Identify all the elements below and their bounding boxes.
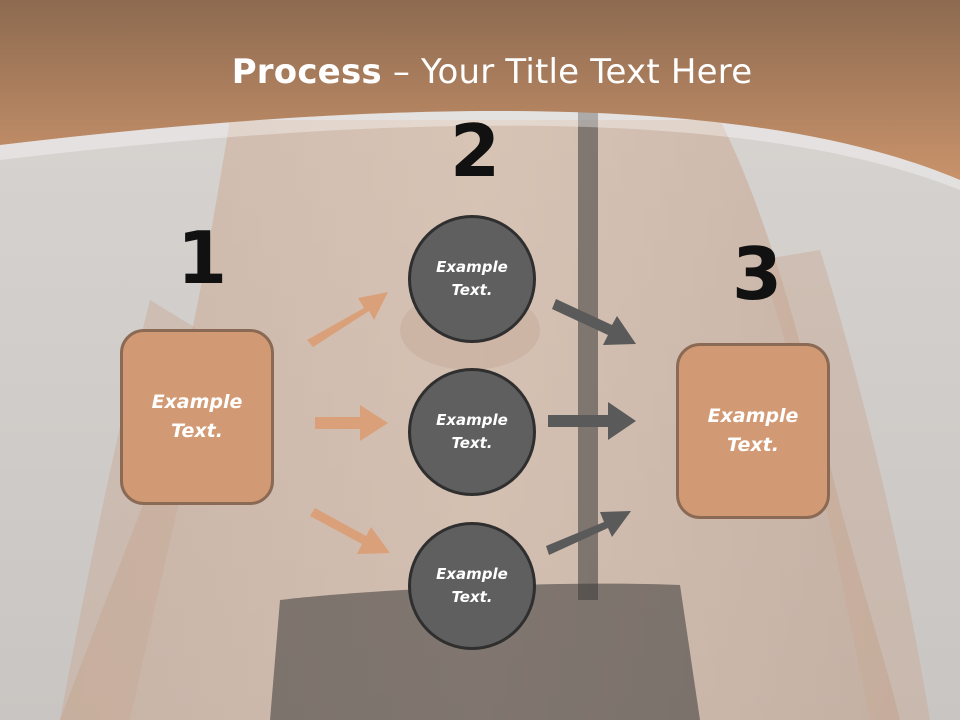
step-3-text-line1: Example [707,405,799,427]
arrow-left-group [307,292,390,554]
step-1-text-line1: Example [151,391,243,413]
circle-1-text-line2: Text. [451,281,493,299]
circle-2-text: Example Text. [436,409,508,455]
step-1-box-text: Example Text. [152,388,243,446]
arrow-right-left [315,405,388,441]
circle-2[interactable]: Example Text. [408,368,536,496]
circle-3-text-line1: Example [436,565,508,583]
circle-3-text-line2: Text. [451,588,493,606]
arrow-up-right-left [307,292,388,347]
arrow-down-right-left [310,508,390,554]
arrow-right-group [546,299,636,555]
slide-title: Process – Your Title Text Here [0,52,960,92]
circle-1[interactable]: Example Text. [408,215,536,343]
arrow-up-right-right [546,511,631,555]
step-1-text-line2: Text. [171,420,223,442]
circle-1-text: Example Text. [436,256,508,302]
title-rest: – Your Title Text Here [381,52,753,92]
title-bold: Process [231,52,382,92]
step-3-text-line2: Text. [727,434,779,456]
step-number-2: 2 [450,109,501,193]
circle-1-text-line1: Example [436,258,508,276]
step-1-box[interactable]: Example Text. [120,329,274,505]
circle-2-text-line2: Text. [451,434,493,452]
step-3-box[interactable]: Example Text. [676,343,830,519]
step-number-3: 3 [732,232,783,316]
circle-2-text-line1: Example [436,411,508,429]
arrow-right-right [548,402,636,440]
circle-3-text: Example Text. [436,563,508,609]
circle-3[interactable]: Example Text. [408,522,536,650]
step-number-1: 1 [177,216,228,300]
arrow-down-right-right [552,299,636,345]
step-3-box-text: Example Text. [708,402,799,460]
